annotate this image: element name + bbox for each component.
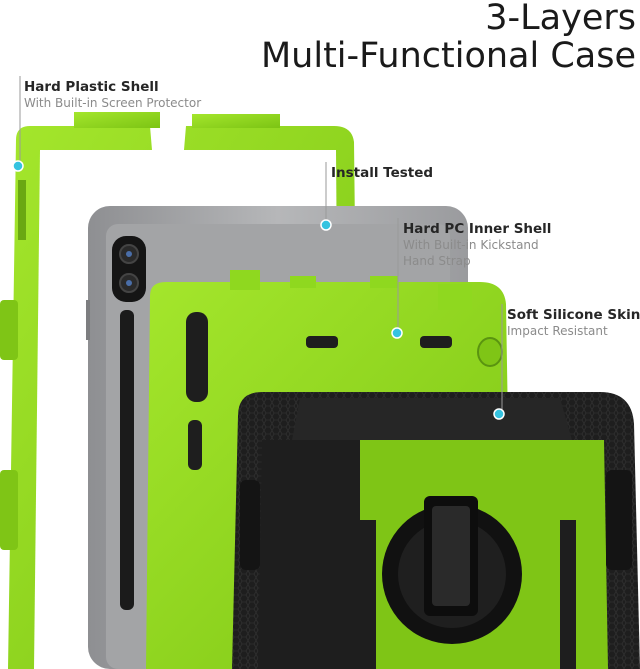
callout-title: Hard PC Inner Shell [403, 221, 552, 237]
callout-subtitle: Impact Resistant [507, 324, 608, 338]
callout-install-tested: Install Tested [331, 165, 433, 181]
headline-line-2: Multi-Functional Case [260, 35, 636, 76]
callout-hard-pc-inner-shell: Hard PC Inner Shell With Built-in Kickst… [403, 221, 551, 269]
callout-title: Install Tested [331, 165, 434, 181]
callout-hard-plastic-shell: Hard Plastic Shell With Built-in Screen … [24, 79, 201, 111]
callout-subtitle-2: Hand Strap [403, 254, 471, 269]
callout-subtitle: With Built-in Screen Protector [24, 96, 202, 110]
callout-subtitle-1: With Built-in Kickstand [403, 238, 539, 252]
soft-silicone-skin [232, 392, 640, 669]
headline: 3-Layers Multi-Functional Case [261, 0, 636, 76]
callout-title: Soft Silicone Skin [507, 307, 640, 323]
callout-title: Hard Plastic Shell [24, 79, 159, 95]
headline-line-1: 3-Layers [485, 0, 636, 38]
callout-soft-silicone-skin: Soft Silicone Skin Impact Resistant [507, 307, 640, 339]
callout-leaders [12, 76, 505, 420]
